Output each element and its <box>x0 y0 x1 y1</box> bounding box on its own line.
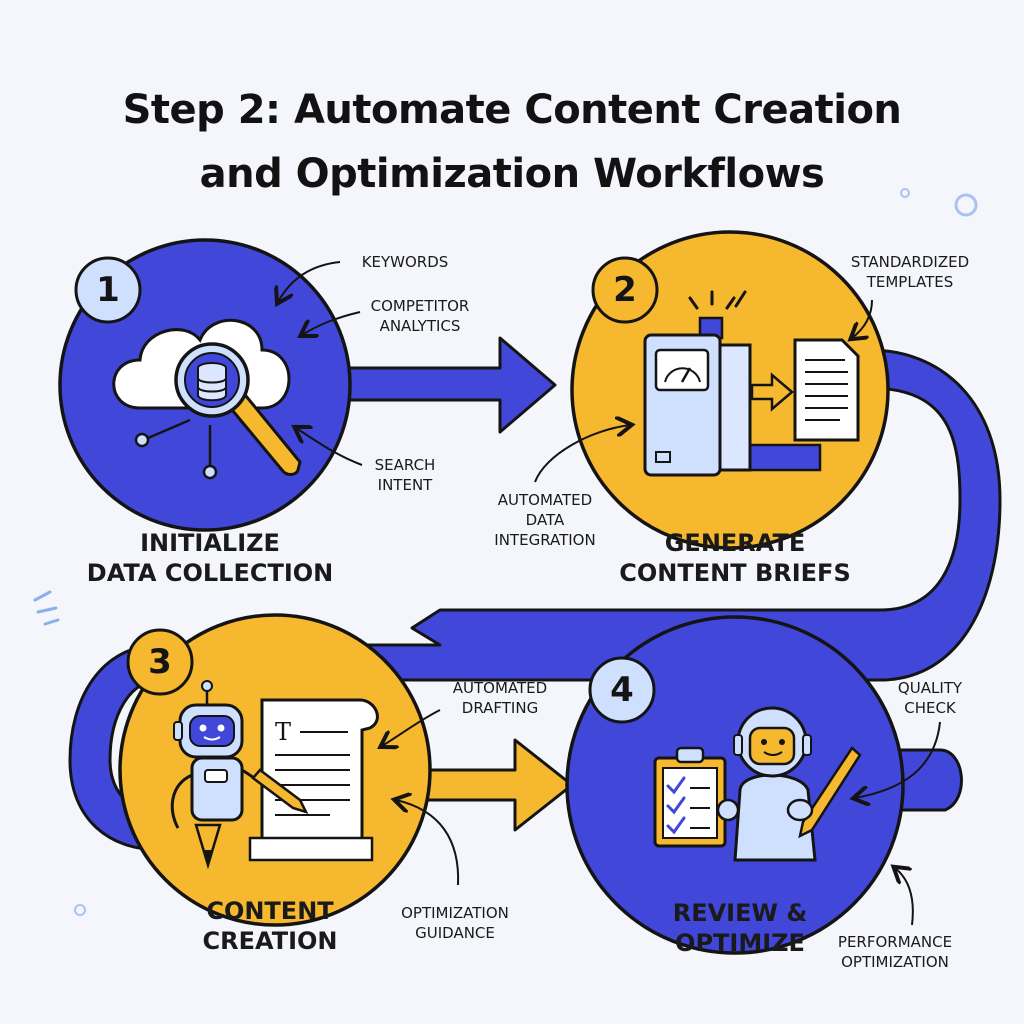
page-title: Step 2: Automate Content Creation and Op… <box>0 78 1024 206</box>
pointer-performance <box>895 868 914 926</box>
decor-dot <box>900 188 910 198</box>
step-3-title-line-2: Creation <box>202 927 338 955</box>
annotation-intent: Intent <box>377 476 433 494</box>
step-2-title: Generate Content Briefs <box>585 528 885 588</box>
step-1-title-line-2: Data Collection <box>86 559 334 587</box>
annotation-automated-drafting: Automated Drafting <box>430 678 570 718</box>
annotation-competitor: Competitor <box>370 297 470 315</box>
annotation-performance-optimization: Performance Optimization <box>815 932 975 972</box>
badge-2 <box>591 256 659 324</box>
annotation-automated-3: Automated <box>452 679 548 697</box>
annotation-competitor-analytics: Competitor Analytics <box>350 296 490 336</box>
pointer-guidance <box>396 800 460 886</box>
title-line-1: Step 2: Automate Content Creation <box>122 87 902 133</box>
annotation-standardized-templates: Standardized Templates <box>820 252 1000 292</box>
svg-text:T: T <box>275 718 291 746</box>
step-4-title-line-2: Optimize <box>675 929 805 957</box>
annotation-automated-data-integration: Automated Data Integration <box>470 490 620 550</box>
robot-writer-icon: T <box>170 680 379 870</box>
brief-generator-machine-icon <box>643 290 860 477</box>
decor-circle <box>954 193 978 217</box>
annotation-quality: Quality <box>897 679 963 697</box>
annotation-optimization-3: Optimization <box>401 904 509 922</box>
annotation-data: Data <box>525 511 565 529</box>
step-4-title-line-1: Review & <box>672 899 808 927</box>
annotation-check: Check <box>904 699 956 717</box>
pointer-search-intent <box>296 428 363 466</box>
annotation-quality-check: Quality Check <box>870 678 990 718</box>
pointer-keywords <box>278 261 341 302</box>
pointer-data-integration <box>534 425 630 483</box>
pointer-quality <box>855 721 941 798</box>
step-4-title: Review & Optimize <box>640 898 840 958</box>
step-3-number: 3 <box>148 642 172 682</box>
step-2-number: 2 <box>613 270 637 310</box>
annotation-guidance: Guidance <box>415 924 495 942</box>
decor-sparkle <box>33 590 60 626</box>
annotation-search: Search <box>374 456 436 474</box>
robot-clipboard-icon <box>653 706 862 862</box>
annotation-optimization-guidance: Optimization Guidance <box>380 903 530 943</box>
annotation-search-intent: Search Intent <box>350 455 460 495</box>
cloud-database-magnifier-icon <box>112 318 302 480</box>
decor-dot <box>74 904 86 916</box>
badge-3 <box>126 628 194 696</box>
annotation-analytics: Analytics <box>379 317 461 335</box>
step-1-title: Initialize Data Collection <box>60 528 360 588</box>
annotation-performance: Performance <box>837 933 953 951</box>
step-1-number: 1 <box>96 270 120 310</box>
step-3-title-line-1: Content <box>206 897 334 925</box>
pointer-templates <box>852 299 873 338</box>
annotation-standardized: Standardized <box>850 253 970 271</box>
step-2-title-line-1: Generate <box>664 529 806 557</box>
annotation-drafting: Drafting <box>461 699 539 717</box>
annotation-templates: Templates <box>866 273 954 291</box>
annotation-keywords: Keywords <box>361 253 449 271</box>
pointer-competitor <box>302 311 361 335</box>
title-line-2: and Optimization Workflows <box>199 151 825 197</box>
arrow-1-to-2 <box>338 336 557 434</box>
annotation-optimization-4: Optimization <box>841 953 949 971</box>
annotation-integration: Integration <box>494 531 596 549</box>
arrow-3-to-4 <box>418 738 574 832</box>
badge-4 <box>588 656 656 724</box>
step-2-title-line-2: Content Briefs <box>619 559 851 587</box>
step-3-title: Content Creation <box>170 896 370 956</box>
step-1-title-line-1: Initialize <box>140 529 280 557</box>
annotation-automated: Automated <box>497 491 593 509</box>
badge-1 <box>74 256 142 324</box>
step-4-number: 4 <box>610 670 634 710</box>
pointer-drafting <box>382 709 441 746</box>
